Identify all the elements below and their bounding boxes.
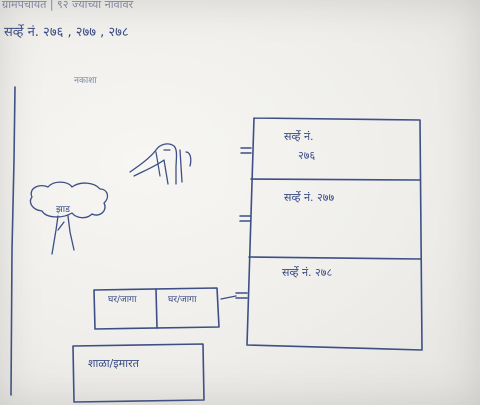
map-label: नकाशा [74,76,97,86]
house-label-2: घर/जागा [168,295,197,305]
house-boxes [93,287,237,330]
plot-278-label: सर्व्हे नं. २७८ [282,266,333,279]
bottom-box [72,343,205,403]
bottom-box-label: शाळा/इमारत [88,357,139,370]
tree-label: झाड [56,205,70,215]
header-line-2: सर्व्हे नं. २७६ , २७७ , २७८ [4,25,129,40]
tree-sketch [29,181,109,255]
left-boundary-line [10,86,16,396]
header-line-1: ग्रामपंचायत | ९२ ज्यांच्या नावावर [2,0,134,11]
plot-column [235,117,423,351]
house-label-1: घर/जागा [108,295,137,305]
plot-276-number: २७६ [298,149,316,162]
plot-276-label: सर्व्हे नं. [284,130,314,143]
tap-sketch [129,143,192,185]
plot-277-label: सर्व्हे नं. २७७ [284,191,335,204]
